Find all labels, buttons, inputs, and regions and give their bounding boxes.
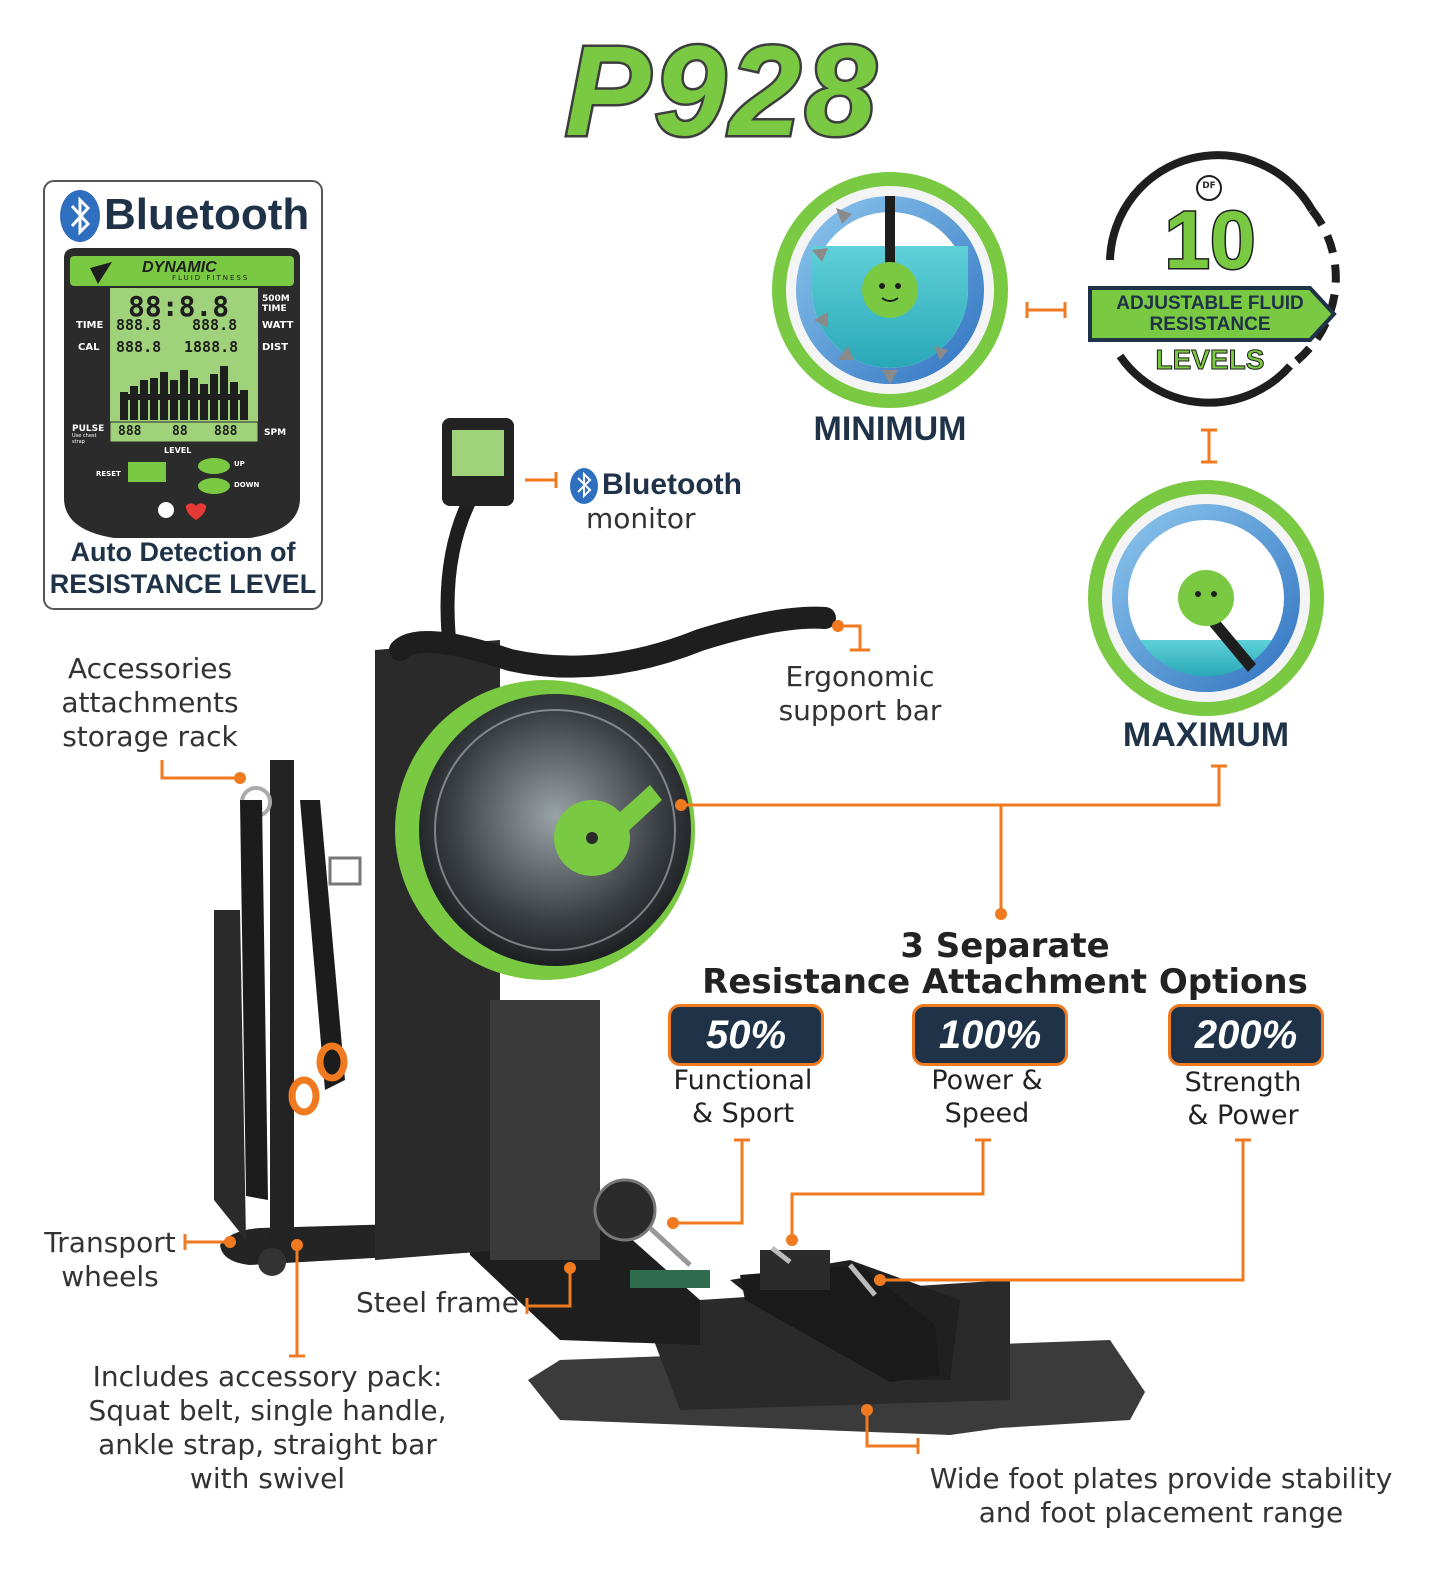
lcd-row3a: 888 bbox=[118, 424, 142, 439]
support-bar-line1: Ergonomic bbox=[785, 660, 935, 693]
option-50-line1: Functional bbox=[673, 1065, 813, 1096]
storage-rack-line2: attachments bbox=[61, 686, 239, 719]
lcd-time-label: TIME bbox=[76, 320, 104, 331]
lcd-main-digits: 88:8.8 bbox=[128, 290, 230, 323]
auto-detection-line2: RESISTANCE LEVEL bbox=[49, 569, 317, 599]
lcd-dist-label: DIST bbox=[262, 342, 289, 353]
lcd-row1b: 888.8 bbox=[192, 316, 238, 334]
up-button-label: UP bbox=[234, 460, 245, 468]
storage-rack-line1: Accessories bbox=[67, 652, 233, 685]
option-50-line2: & Sport bbox=[691, 1098, 795, 1129]
lcd-row2b: 1888.8 bbox=[184, 338, 239, 356]
bluetooth-small-icon bbox=[158, 502, 174, 518]
bluetooth-brand: Bluetooth bbox=[104, 190, 310, 239]
badge-levels: LEVELS bbox=[1155, 344, 1265, 376]
badge-line2: RESISTANCE bbox=[1149, 314, 1271, 335]
lcd-watt-label: WATT bbox=[262, 320, 294, 331]
steel-frame-label: Steel frame bbox=[356, 1286, 519, 1319]
lcd-row2a: 888.8 bbox=[116, 338, 162, 356]
levels-badge bbox=[1088, 151, 1340, 407]
option-100-badge: 100% bbox=[912, 1004, 1068, 1066]
resistance-heading-line2: Resistance Attachment Options bbox=[702, 962, 1308, 1002]
foot-plates-line2: and foot placement range bbox=[978, 1496, 1344, 1529]
lcd-bar-graph bbox=[120, 366, 248, 420]
transport-line1: Transport bbox=[44, 1226, 176, 1259]
down-button-label: DOWN bbox=[234, 481, 260, 489]
option-200-line2: & Power bbox=[1187, 1100, 1299, 1131]
lcd-row3c: 888 bbox=[214, 424, 238, 439]
option-200-line1: Strength bbox=[1184, 1067, 1302, 1098]
bt-monitor-label: monitor bbox=[586, 502, 696, 535]
dial-minimum bbox=[772, 172, 1008, 408]
option-100-line1: Power & bbox=[931, 1065, 1043, 1096]
option-50-badge: 50% bbox=[668, 1004, 824, 1066]
lcd-level-label: LEVEL bbox=[164, 446, 192, 455]
option-200-label: Strength & Power bbox=[1133, 1066, 1353, 1132]
storage-rack-line3: storage rack bbox=[62, 720, 238, 753]
accessory-pack-line1: Includes accessory pack: bbox=[92, 1360, 443, 1393]
minimum-label: MINIMUM bbox=[813, 410, 967, 448]
maximum-label: MAXIMUM bbox=[1122, 716, 1290, 754]
reset-button-label: RESET bbox=[96, 470, 121, 478]
support-bar-line2: support bar bbox=[778, 694, 942, 727]
console-brand: DYNAMIC bbox=[142, 259, 217, 276]
callout-dots bbox=[224, 620, 1007, 1416]
accessory-pack-line2: Squat belt, single handle, bbox=[88, 1394, 447, 1427]
product-title: P928 bbox=[563, 18, 880, 166]
badge-number: 10 bbox=[1163, 194, 1257, 287]
foot-plates-label: Wide foot plates provide stability and f… bbox=[926, 1462, 1396, 1530]
accessory-pack-label: Includes accessory pack: Squat belt, sin… bbox=[80, 1360, 455, 1496]
resistance-heading-line1: 3 Separate bbox=[900, 926, 1110, 966]
lcd-pulse-note: Use chest strap bbox=[72, 433, 97, 445]
option-100-label: Power & Speed bbox=[877, 1064, 1097, 1130]
support-bar-label: Ergonomic support bar bbox=[760, 660, 960, 728]
machine bbox=[214, 418, 1145, 1435]
storage-rack-label: Accessories attachments storage rack bbox=[40, 652, 260, 754]
lcd-spm-label: SPM bbox=[264, 428, 287, 438]
resistance-heading: 3 Separate Resistance Attachment Options bbox=[700, 928, 1310, 1000]
auto-detection-line1: Auto Detection of bbox=[70, 537, 296, 567]
badge-line1: ADJUSTABLE FLUID bbox=[1116, 293, 1304, 314]
dial-maximum bbox=[1088, 480, 1324, 716]
foot-plates-line1: Wide foot plates provide stability bbox=[929, 1462, 1393, 1495]
bluetooth-card bbox=[43, 180, 323, 610]
badge-logo: DF bbox=[1202, 181, 1216, 191]
transport-line2: wheels bbox=[61, 1260, 159, 1293]
transport-wheels-label: Transport wheels bbox=[30, 1226, 190, 1294]
accessory-pack-line3: ankle strap, straight bar bbox=[98, 1428, 437, 1461]
option-50-label: Functional & Sport bbox=[633, 1064, 853, 1130]
lcd-500m-time: 500M TIME bbox=[262, 294, 290, 314]
console-sub: FLUID FITNESS bbox=[172, 274, 250, 282]
bt-monitor-brand: Bluetooth bbox=[602, 468, 742, 501]
lcd-pulse-label: PULSE bbox=[72, 424, 105, 434]
lcd-cal-label: CAL bbox=[78, 342, 100, 353]
lcd-row1a: 888.8 bbox=[116, 316, 162, 334]
option-100-line2: Speed bbox=[944, 1098, 1030, 1129]
heart-icon bbox=[186, 503, 206, 520]
lcd-row3b: 88 bbox=[172, 424, 188, 439]
callout-lines bbox=[160, 302, 1251, 1454]
option-200-badge: 200% bbox=[1168, 1004, 1324, 1066]
accessory-pack-line4: with swivel bbox=[189, 1462, 346, 1495]
